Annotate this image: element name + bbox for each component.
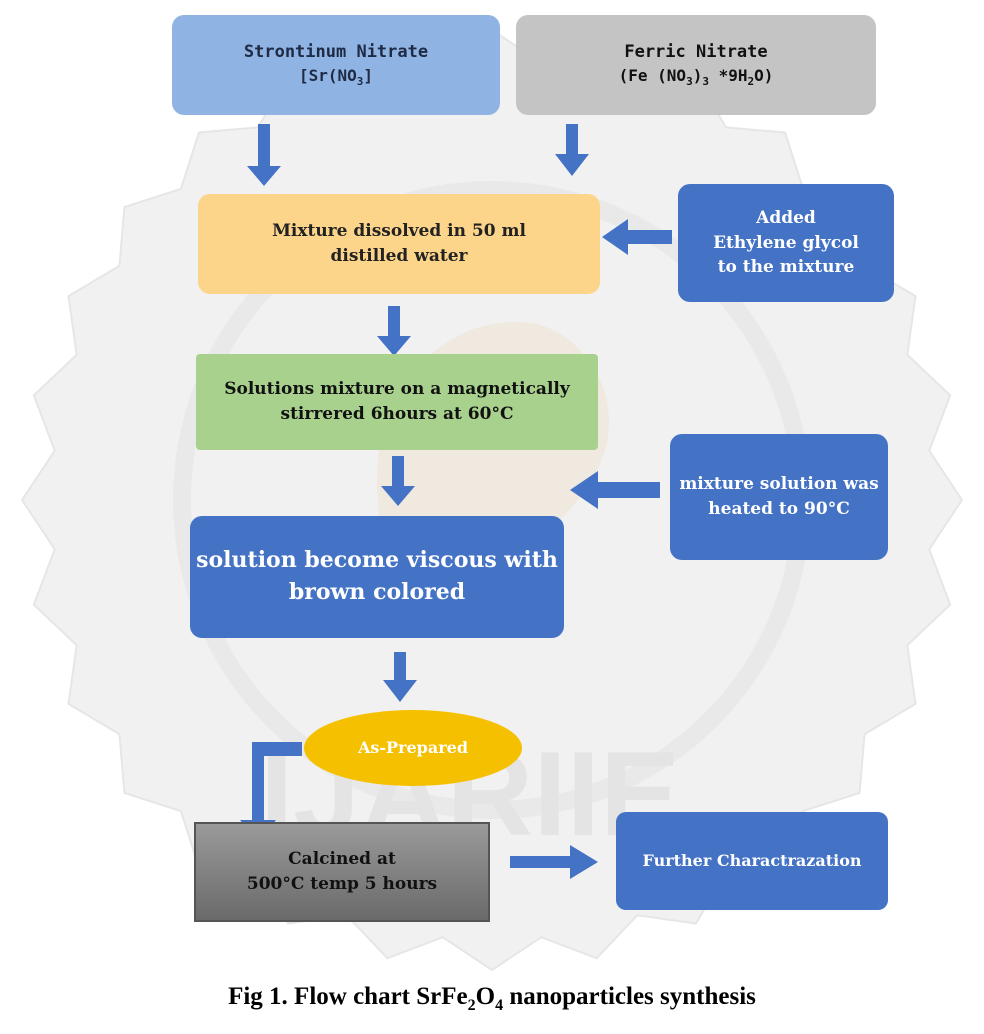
node-magnetically-stirred: Solutions mixture on a magnetically stir…	[196, 354, 598, 450]
node-heated-to-90: mixture solution was heated to 90°C	[670, 434, 888, 560]
node-heated-line1: mixture solution was	[679, 474, 879, 495]
node-strontium-nitrate: Strontinum Nitrate [Sr(NO3]	[172, 15, 500, 115]
node-ethylene-line3: to the mixture	[717, 257, 855, 278]
node-ethylene-line1: Added	[756, 208, 816, 229]
node-further-characterization: Further Charactrazation	[616, 812, 888, 910]
arrow-strontium-to-mixture	[247, 124, 281, 186]
node-viscous-brown: solution become viscous with brown color…	[190, 516, 564, 638]
node-ethylene-line2: Ethylene glycol	[713, 232, 859, 253]
arrow-prepared-to-calcined	[240, 742, 302, 842]
node-mixture-line1: Mixture dissolved in 50 ml	[272, 221, 526, 242]
node-strontium-title: Strontinum Nitrate	[243, 41, 429, 62]
arrow-viscous-to-prepared	[383, 652, 417, 702]
node-added-ethylene-glycol: Added Ethylene glycol to the mixture	[678, 184, 894, 302]
node-ferric-title: Ferric Nitrate	[624, 41, 768, 62]
node-calcined: Calcined at 500°C temp 5 hours	[194, 822, 490, 922]
node-viscous-line2: brown colored	[288, 579, 466, 605]
node-prepared-label: As-Prepared	[357, 738, 469, 758]
node-viscous-line1: solution become viscous with	[196, 547, 558, 574]
node-calcined-line2: 500°C temp 5 hours	[246, 874, 438, 894]
arrow-calcined-to-further	[510, 845, 598, 879]
node-stirred-line2: stirrered 6hours at 60°C	[280, 404, 514, 424]
node-strontium-formula: [Sr(NO3]	[298, 66, 374, 89]
figure-caption: Fig 1. Flow chart SrFe2O4 nanoparticles …	[228, 983, 756, 1014]
node-further-label: Further Charactrazation	[642, 851, 862, 871]
node-as-prepared: As-Prepared	[304, 710, 522, 786]
node-mixture-dissolved: Mixture dissolved in 50 ml distilled wat…	[198, 194, 600, 294]
node-stirred-line1: Solutions mixture on a magnetically	[224, 379, 570, 400]
arrow-mixture-to-stirred	[377, 306, 411, 356]
node-ferric-formula: (Fe (NO3)3 *9H2O)	[618, 66, 774, 89]
arrow-stirred-to-viscous	[381, 456, 415, 506]
arrow-heated-to-viscous	[570, 471, 660, 509]
node-mixture-line2: distilled water	[330, 246, 468, 266]
arrow-ferric-to-mixture	[555, 124, 589, 176]
node-heated-line2: heated to 90°C	[708, 499, 850, 519]
node-calcined-line1: Calcined at	[288, 849, 396, 870]
arrow-ethylene-to-mixture	[602, 219, 672, 255]
node-ferric-nitrate: Ferric Nitrate (Fe (NO3)3 *9H2O)	[516, 15, 876, 115]
